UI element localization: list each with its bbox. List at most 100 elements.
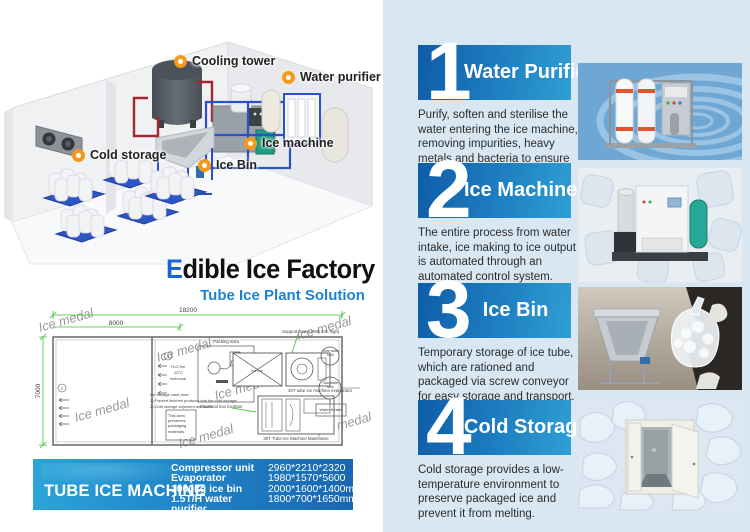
factory-3d-scene: Cooling tower Water purifier Ice machine… (0, 8, 383, 266)
svg-text:Icehouse: Icehouse (170, 376, 187, 381)
support-frame-note: Support frame (600 mm high) (282, 329, 340, 354)
step-1-header: 1 Water Purifier (418, 30, 595, 113)
svg-text:Support frame (600 mm high): Support frame (600 mm high) (282, 329, 340, 334)
step-4-title: Cold Storage (464, 416, 589, 438)
page-title: Edible Ice Factory (166, 254, 375, 285)
svg-text:1: 1 (167, 354, 170, 359)
cold-room-annotations: H=2.5m -10°C Icehouse Ice storage vault … (57, 351, 237, 427)
cold-storage-photo (578, 400, 742, 512)
step-2-header: 2 Ice Machine (418, 148, 578, 231)
svg-text:Ice medal: Ice medal (295, 313, 354, 343)
spec-bar-title: TUBE ICE MACHINE (44, 482, 206, 500)
orange-dot-icon (72, 148, 85, 162)
spec-value: 2960*2210*2320 (268, 463, 346, 474)
ice-bag (671, 296, 720, 368)
glove (708, 303, 728, 323)
spec-label: Evaporator (171, 473, 226, 485)
spec-value: 2000*1600*1400mm (268, 483, 363, 495)
svg-text:1) Packed finished products in: 1) Packed finished products into the col… (150, 398, 237, 403)
dim-partial: 8000 (109, 320, 124, 327)
dimension-lines (39, 311, 346, 449)
spec-row: 1.5T/H water purifier 1800*700*1650mm (171, 493, 363, 516)
step-4-photo (578, 400, 742, 512)
svg-text:Ice medal: Ice medal (37, 305, 96, 335)
plan-mainframe: 30T Tube Ice Machine Mainframe (257, 395, 335, 441)
step-4-header: 4 Cold Storage (418, 385, 589, 468)
orange-dot-icon (244, 136, 257, 150)
svg-text:2) Cold storage shipment and s: 2) Cold storage shipment and sales (149, 404, 213, 409)
plan-ice-bin: Ice bin (232, 352, 283, 387)
spec-list: Compressor unit 2960*2210*2320 Evaporato… (171, 459, 363, 515)
step-4-description: Cold storage provides a low-temperature … (418, 464, 564, 520)
step-3-photo (578, 287, 742, 390)
step-4-number: 4 (426, 381, 472, 472)
step-2-title: Ice Machine (464, 179, 578, 201)
dim-total: 18200 (179, 307, 197, 314)
label-ice-machine: Ice machine (244, 136, 334, 150)
spec-row: 1000kg ice bin 2000*1600*1400mm (171, 483, 363, 495)
svg-text:30T Tube Ice Machine Mainframe: 30T Tube Ice Machine Mainframe (263, 436, 329, 441)
floorplan-drawing: Ice medal Ice medal Ice medal Ice medal … (35, 305, 374, 451)
spec-value: 1800*700*1650mm (268, 493, 357, 505)
ice-machine-photo (578, 168, 742, 282)
label-ice-bin: Ice Bin (198, 158, 257, 172)
plan-tanks: Tube water tank Raw water tank Water tre… (315, 346, 360, 417)
floorplan: Ice medal Ice medal Ice medal Ice medal … (30, 296, 385, 456)
spec-row: Evaporator 1980*1570*5600 (171, 473, 363, 485)
evaporator-fan-unit (35, 125, 83, 159)
svg-text:-10°C: -10°C (173, 370, 183, 375)
spec-label: 1.5T/H water purifier (171, 493, 233, 516)
step-3-title: Ice Bin (482, 299, 549, 321)
orange-dot-icon (174, 54, 187, 68)
label-ice-bin-text: Ice Bin (216, 158, 257, 172)
ice-bin-photo (578, 287, 742, 390)
label-cooling-tower: Cooling tower (174, 54, 275, 68)
svg-text:Ice storage vault door:: Ice storage vault door: (150, 392, 190, 397)
svg-text:Electrical box location: Electrical box location (200, 404, 243, 409)
cooling-tower-3d (152, 60, 202, 128)
spec-label: Compressor unit (171, 463, 255, 474)
step-2-description: The entire process from water intake, ic… (418, 227, 576, 283)
steps-panel: 1 Water Purifier Purify, soften and ster… (383, 0, 750, 532)
step-1-title: Water Purifier (464, 61, 595, 83)
label-water-purifier: Water purifier (282, 70, 381, 84)
label-cold-storage-text: Cold storage (90, 148, 167, 162)
svg-text:H=2.5m: H=2.5m (171, 364, 186, 369)
title-highlight: E (166, 254, 183, 284)
step-1-number: 1 (426, 26, 472, 117)
step-3-header: 3 Ice Bin (418, 268, 571, 351)
spec-label: 1000kg ice bin (171, 483, 243, 495)
svg-text:Ice medal: Ice medal (155, 335, 214, 365)
orange-dot-icon (198, 158, 211, 172)
factory-3d-illustration (4, 41, 374, 265)
spec-row: Compressor unit 2960*2210*2320 (171, 463, 363, 474)
svg-text:Ice medal: Ice medal (73, 395, 132, 425)
orange-dot-icon (282, 70, 295, 84)
label-water-purifier-text: Water purifier (300, 70, 381, 84)
svg-text:Packing area: Packing area (213, 339, 239, 344)
step-1-photo (578, 63, 742, 160)
dim-side: 7000 (35, 383, 42, 398)
svg-text:Water treater: Water treater (319, 407, 343, 412)
svg-text:2: 2 (61, 386, 64, 391)
materials-box: This area preserves packaging materials. (165, 409, 197, 441)
cold-room-box (625, 419, 699, 499)
step-2-photo (578, 168, 742, 282)
purifier-equipment (606, 78, 696, 148)
glove (696, 372, 720, 389)
electrical-note: Electrical box location (200, 404, 257, 413)
step-2-number: 2 (426, 144, 472, 235)
step-3-number: 3 (426, 264, 472, 355)
water-purifier-photo (578, 63, 742, 160)
step-3-description: Temporary storage of ice tube, which are… (418, 347, 575, 403)
spec-value: 1980*1570*5600 (268, 473, 346, 485)
plan-evaporator: 30T tube ice machine evaporator (285, 352, 353, 393)
ice-machine-equipment (612, 185, 708, 261)
label-cooling-tower-text: Cooling tower (192, 54, 276, 68)
title-block: Edible Ice Factory Tube Ice Plant Soluti… (166, 254, 375, 304)
label-cold-storage: Cold storage (72, 148, 166, 162)
spec-bar: TUBE ICE MACHINE Compressor unit 2960*22… (33, 459, 363, 515)
svg-text:Ice bin: Ice bin (251, 368, 263, 373)
page-subtitle: Tube Ice Plant Solution (200, 287, 365, 304)
